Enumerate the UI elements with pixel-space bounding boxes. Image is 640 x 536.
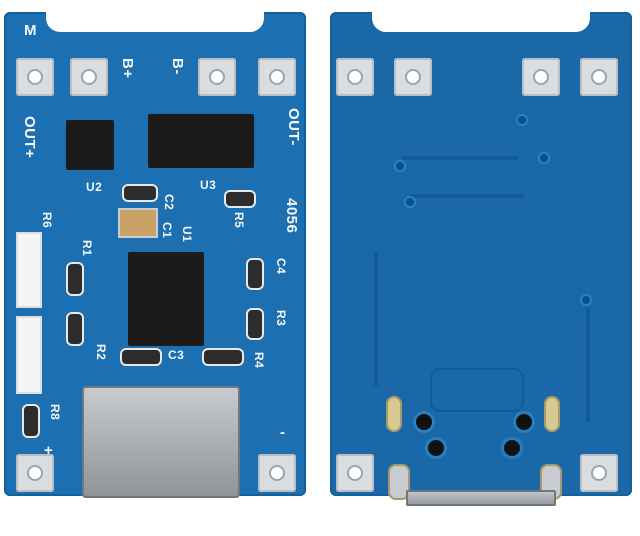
solder-lug-left [388, 464, 410, 500]
component-r1 [66, 262, 84, 296]
component-r8 [22, 404, 40, 438]
label-r5: R5 [232, 212, 246, 229]
trace-3 [374, 252, 378, 386]
pad-out-minus [258, 58, 296, 96]
chip-u1 [128, 252, 204, 346]
through-hole [428, 440, 444, 456]
back-pad-2 [394, 58, 432, 96]
board-notch [46, 12, 264, 32]
label-c1: C1 [160, 222, 174, 239]
label-r1: R1 [80, 240, 94, 257]
usb-c-underside [406, 490, 556, 506]
chip-u3 [148, 114, 254, 168]
pad-b-minus [198, 58, 236, 96]
via [406, 198, 414, 206]
label-c2: C2 [162, 194, 176, 211]
label-r8: R8 [48, 404, 62, 421]
usb-c-connector [82, 386, 240, 498]
back-pad-4 [580, 58, 618, 96]
label-r6: R6 [40, 212, 54, 229]
trace-1 [402, 156, 518, 160]
through-hole [416, 414, 432, 430]
through-hole [504, 440, 520, 456]
via [540, 154, 548, 162]
label-minus: - [280, 424, 286, 441]
pad-b-plus [70, 58, 108, 96]
pad-bottom-left [16, 454, 54, 492]
label-plus: + [44, 442, 54, 459]
component-r1b [66, 312, 84, 346]
label-u2: U2 [86, 180, 103, 194]
back-pad-6 [580, 454, 618, 492]
label-model: 4056 [283, 198, 300, 234]
label-c3: C3 [168, 348, 185, 362]
back-pad-3 [522, 58, 560, 96]
component-c2 [122, 184, 158, 202]
label-r4: R4 [252, 352, 266, 369]
component-r5 [224, 190, 256, 208]
trace-2 [410, 194, 524, 198]
component-r3 [246, 308, 264, 340]
component-c1 [118, 208, 158, 238]
via [396, 162, 404, 170]
label-r2: R2 [94, 344, 108, 361]
pad-bottom-right [258, 454, 296, 492]
label-b-plus: B+ [119, 58, 136, 79]
component-c3 [120, 348, 162, 366]
led-2 [16, 316, 42, 394]
label-u1: U1 [180, 226, 194, 243]
label-m: M [24, 22, 37, 39]
trace-5 [430, 368, 524, 412]
pad-m [16, 58, 54, 96]
via [518, 116, 526, 124]
pcb-back [330, 12, 632, 506]
led-1 [16, 232, 42, 308]
pcb-front: M B+ B- OUT+ OUT- 4056 U2 U3 C2 C1 U1 R5… [4, 12, 306, 498]
label-out-plus: OUT+ [21, 116, 38, 159]
component-r4 [202, 348, 244, 366]
label-r3: R3 [274, 310, 288, 327]
component-c4 [246, 258, 264, 290]
via [582, 296, 590, 304]
label-out-minus: OUT- [285, 108, 302, 146]
back-pad-5 [336, 454, 374, 492]
label-c4: C4 [274, 258, 288, 275]
gold-pad-right [544, 396, 560, 432]
trace-4 [586, 308, 590, 422]
through-hole [516, 414, 532, 430]
label-u3: U3 [200, 178, 217, 192]
board-notch-back [372, 12, 590, 32]
label-b-minus: B- [169, 58, 186, 75]
chip-u2 [66, 120, 114, 170]
back-pad-1 [336, 58, 374, 96]
gold-pad-left [386, 396, 402, 432]
